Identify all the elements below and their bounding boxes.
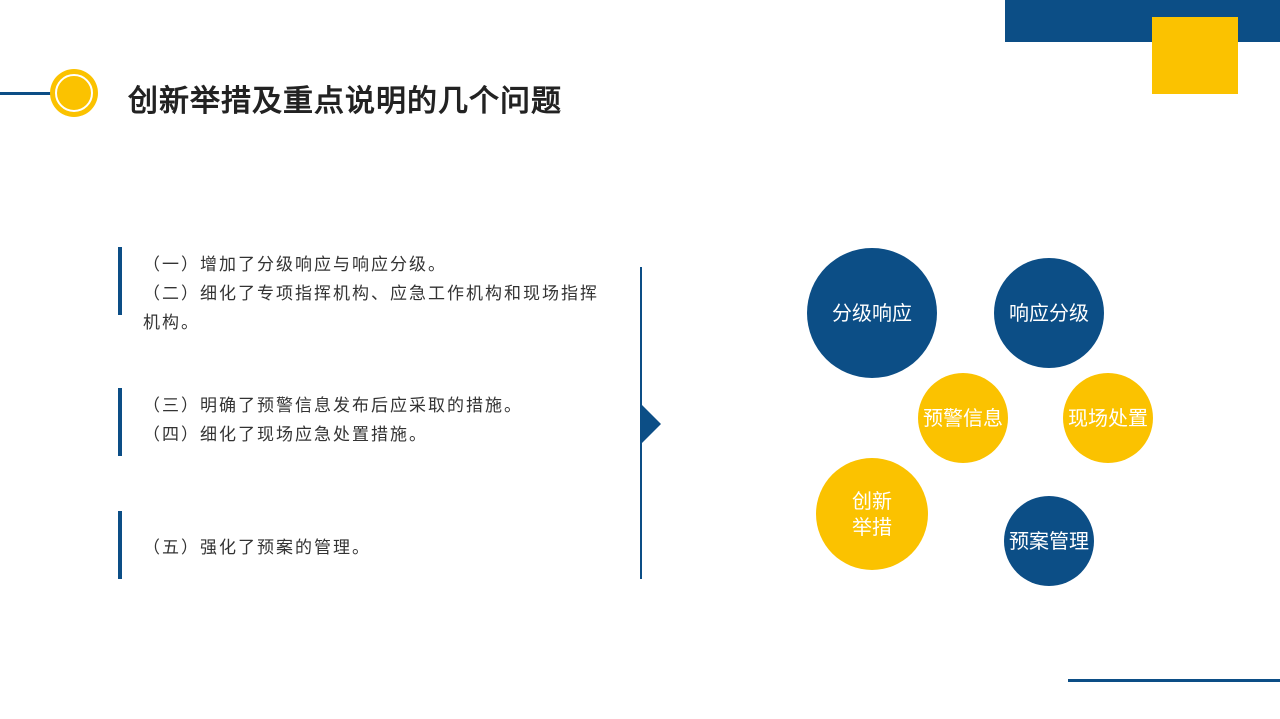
- bubble-graded-response: 分级响应: [807, 248, 937, 378]
- bubble-warning-info: 预警信息: [918, 373, 1008, 463]
- paragraph-line: （三）明确了预警信息发布后应采取的措施。: [143, 396, 523, 416]
- arrow-right-icon: [642, 405, 661, 443]
- bubble-response-grading: 响应分级: [994, 258, 1104, 368]
- header-circle-ring: [55, 74, 93, 112]
- paragraph-bar-2: [118, 388, 122, 456]
- bubble-onsite-handling: 现场处置: [1063, 373, 1153, 463]
- paragraph-line: （四）细化了现场应急处置措施。: [143, 425, 428, 445]
- paragraph-group-2: （三）明确了预警信息发布后应采取的措施。 （四）细化了现场应急处置措施。: [143, 392, 633, 450]
- page-title: 创新举措及重点说明的几个问题: [128, 84, 562, 119]
- header-line: [0, 92, 60, 95]
- bubble-innovation-measures: 创新 举措: [816, 458, 928, 570]
- bubble-plan-management: 预案管理: [1004, 496, 1094, 586]
- bottom-right-line: [1068, 679, 1280, 682]
- paragraph-group-1: （一）增加了分级响应与响应分级。 （二）细化了专项指挥机构、应急工作机构和现场指…: [143, 251, 633, 338]
- top-right-yellow-square: [1152, 17, 1238, 94]
- paragraph-line: （五）强化了预案的管理。: [143, 538, 371, 558]
- paragraph-line: （二）细化了专项指挥机构、应急工作机构和现场指挥: [143, 284, 599, 304]
- divider-line: [640, 267, 642, 579]
- top-right-blue-bar: [1005, 0, 1280, 42]
- paragraph-line: 机构。: [143, 313, 200, 333]
- paragraph-group-3: （五）强化了预案的管理。: [143, 534, 633, 563]
- paragraph-bar-1: [118, 247, 122, 315]
- paragraph-line: （一）增加了分级响应与响应分级。: [143, 255, 447, 275]
- paragraph-bar-3: [118, 511, 122, 579]
